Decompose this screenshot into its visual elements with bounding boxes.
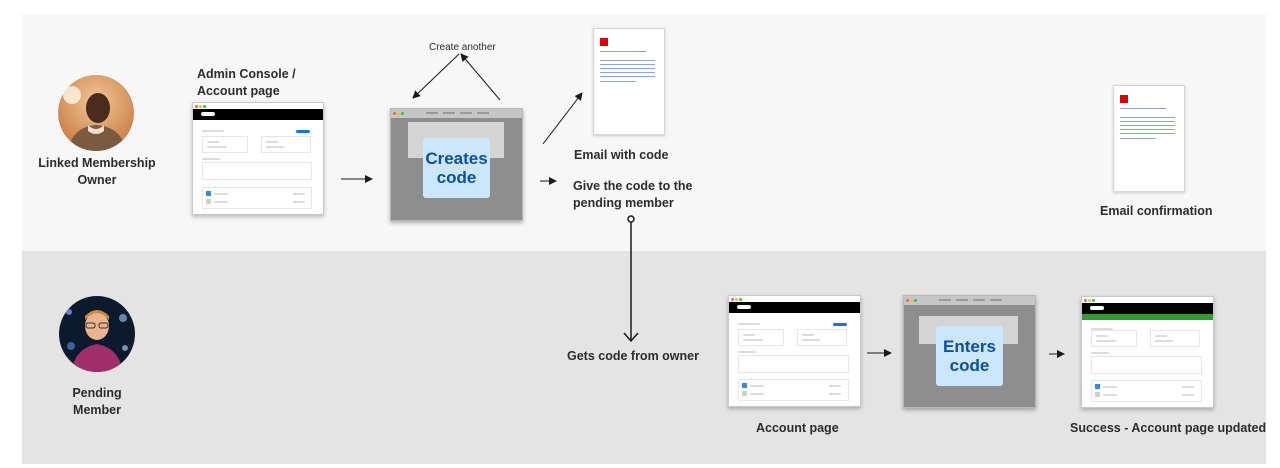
give-code-line1: Give the code to the — [573, 179, 693, 193]
owner-label-line1: Linked Membership — [38, 156, 156, 170]
admin-console-label: Admin Console / Account page — [197, 66, 337, 100]
gets-code-label: Gets code from owner — [567, 349, 699, 363]
gets-code-arrowhead — [623, 332, 639, 343]
admin-console-line2: Account page — [197, 84, 280, 98]
member-avatar — [59, 296, 135, 372]
account-page-window — [728, 295, 861, 407]
creates-code-line2: code — [436, 168, 477, 187]
success-account-page-window — [1081, 296, 1214, 408]
email-logo-icon — [1120, 95, 1128, 103]
create-another-label: Create another — [429, 42, 496, 53]
arrow-create-another-left — [412, 53, 460, 99]
email-with-code-document — [593, 28, 665, 135]
owner-avatar — [58, 75, 134, 151]
enters-code-line1: Enters — [943, 337, 996, 356]
primary-action-button — [833, 323, 847, 326]
give-code-line2: pending member — [573, 196, 674, 210]
admin-console-window — [192, 102, 324, 215]
member-label-line2: Member — [73, 403, 121, 417]
owner-label-line2: Owner — [77, 173, 117, 187]
member-label-line1: Pending — [72, 386, 122, 400]
arrow-create-another-right — [460, 53, 501, 101]
email-confirmation-document — [1113, 85, 1185, 192]
admin-console-line1: Admin Console / — [197, 67, 296, 81]
success-banner — [1082, 314, 1213, 320]
primary-action-button — [296, 130, 310, 133]
app-logo — [201, 112, 215, 116]
give-code-connector-dot — [627, 215, 635, 223]
email-with-code-label: Email with code — [574, 148, 669, 162]
member-lane-label: Pending Member — [50, 385, 144, 419]
owner-lane-label: Linked Membership Owner — [36, 155, 158, 189]
success-label: Success - Account page updated — [1070, 421, 1267, 435]
enters-code-line2: code — [949, 356, 990, 375]
email-logo-icon — [600, 38, 608, 46]
window-controls — [195, 105, 206, 108]
email-confirmation-label: Email confirmation — [1100, 204, 1213, 218]
give-code-label: Give the code to the pending member — [573, 178, 723, 212]
creates-code-line1: Creates — [425, 149, 488, 168]
app-header-bar — [193, 109, 323, 120]
arrow-create-to-email — [542, 92, 583, 145]
account-page-label: Account page — [756, 421, 839, 435]
